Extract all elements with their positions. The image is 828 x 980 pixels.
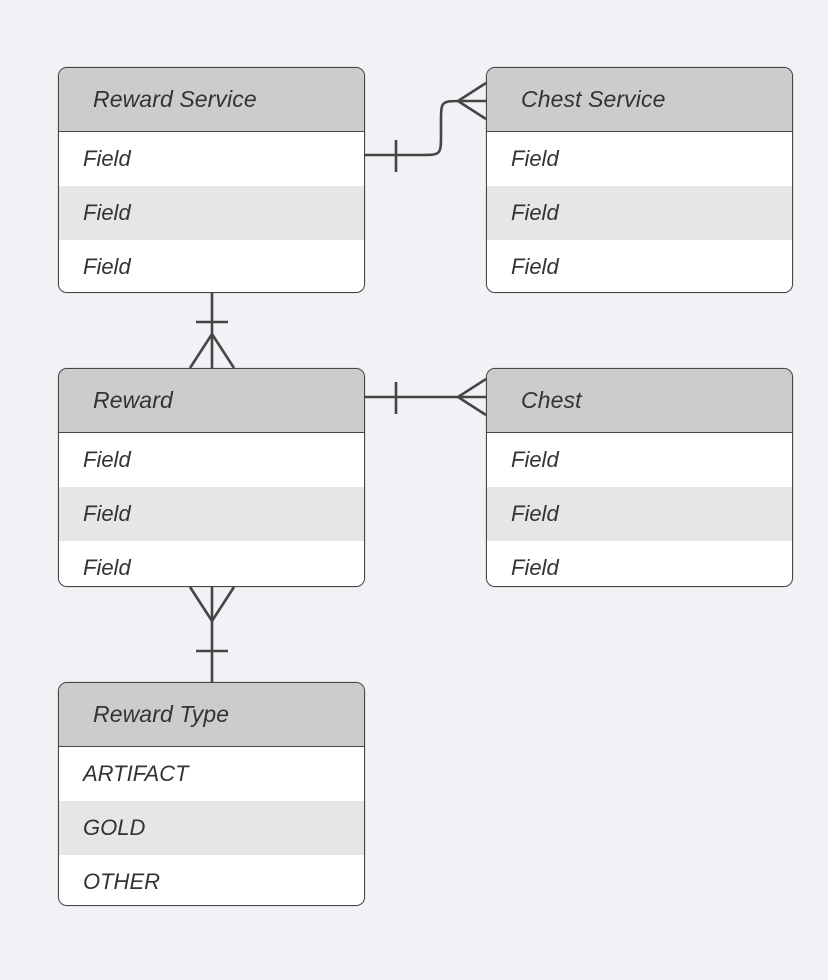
entity-row[interactable]: Field xyxy=(59,186,364,240)
entity-row[interactable]: GOLD xyxy=(59,801,364,855)
entity-rows-reward: Field Field Field xyxy=(59,433,364,586)
entity-row-label: Field xyxy=(83,146,131,171)
entity-row[interactable]: Field xyxy=(59,487,364,541)
entity-row[interactable]: Field xyxy=(487,240,792,292)
entity-header-chest-service: Chest Service xyxy=(487,68,792,132)
entity-header-reward: Reward xyxy=(59,369,364,433)
entity-row-label: Field xyxy=(511,200,559,225)
edge-reward-service-to-reward[interactable] xyxy=(188,293,236,369)
entity-header-reward-type: Reward Type xyxy=(59,683,364,747)
entity-row[interactable]: Field xyxy=(487,487,792,541)
crowsfoot-many-reward-top xyxy=(188,331,236,369)
entity-row-label: Field xyxy=(83,200,131,225)
crowsfoot-many-reward-bottom xyxy=(188,586,236,624)
entity-row[interactable]: Field xyxy=(487,433,792,487)
entity-title-chest-service: Chest Service xyxy=(521,86,666,112)
crowsfoot-many-chest-service xyxy=(455,81,487,121)
entity-row-label: OTHER xyxy=(83,869,160,894)
entity-row-label: GOLD xyxy=(83,815,146,840)
entity-header-chest: Chest xyxy=(487,369,792,433)
entity-row[interactable]: Field xyxy=(487,186,792,240)
entity-row[interactable]: Field xyxy=(487,132,792,186)
entity-title-reward: Reward xyxy=(93,387,173,413)
crowsfoot-many-chest xyxy=(455,377,487,417)
entity-row[interactable]: ARTIFACT xyxy=(59,747,364,801)
entity-header-reward-service: Reward Service xyxy=(59,68,364,132)
entity-title-reward-type: Reward Type xyxy=(93,701,230,727)
entity-chest[interactable]: Chest Field Field Field xyxy=(486,368,793,587)
entity-row[interactable]: Field xyxy=(59,132,364,186)
edge-reward-service-to-chest-service[interactable] xyxy=(365,81,487,172)
entity-row-label: Field xyxy=(511,254,559,279)
edge-reward-to-chest[interactable] xyxy=(365,377,487,417)
entity-row[interactable]: Field xyxy=(59,433,364,487)
entity-row-label: Field xyxy=(83,555,131,580)
entity-row-label: Field xyxy=(511,447,559,472)
entity-title-chest: Chest xyxy=(521,387,582,413)
entity-rows-chest-service: Field Field Field xyxy=(487,132,792,292)
entity-row-label: Field xyxy=(511,555,559,580)
entity-row-label: Field xyxy=(83,501,131,526)
entity-reward-service[interactable]: Reward Service Field Field Field xyxy=(58,67,365,293)
entity-row[interactable]: Field xyxy=(487,541,792,586)
entity-rows-reward-service: Field Field Field xyxy=(59,132,364,292)
entity-row-label: Field xyxy=(511,146,559,171)
entity-title-reward-service: Reward Service xyxy=(93,86,257,112)
entity-row-label: ARTIFACT xyxy=(83,761,189,786)
entity-reward[interactable]: Reward Field Field Field xyxy=(58,368,365,587)
entity-row-label: Field xyxy=(511,501,559,526)
entity-row-label: Field xyxy=(83,447,131,472)
edge-reward-to-reward-type[interactable] xyxy=(188,586,236,682)
entity-rows-reward-type: ARTIFACT GOLD OTHER xyxy=(59,747,364,905)
entity-rows-chest: Field Field Field xyxy=(487,433,792,586)
entity-row[interactable]: Field xyxy=(59,541,364,586)
entity-reward-type[interactable]: Reward Type ARTIFACT GOLD OTHER xyxy=(58,682,365,906)
entity-chest-service[interactable]: Chest Service Field Field Field xyxy=(486,67,793,293)
edge-path-reward-service-chest-service xyxy=(365,99,486,157)
entity-row[interactable]: OTHER xyxy=(59,855,364,905)
entity-row-label: Field xyxy=(83,254,131,279)
entity-row[interactable]: Field xyxy=(59,240,364,292)
